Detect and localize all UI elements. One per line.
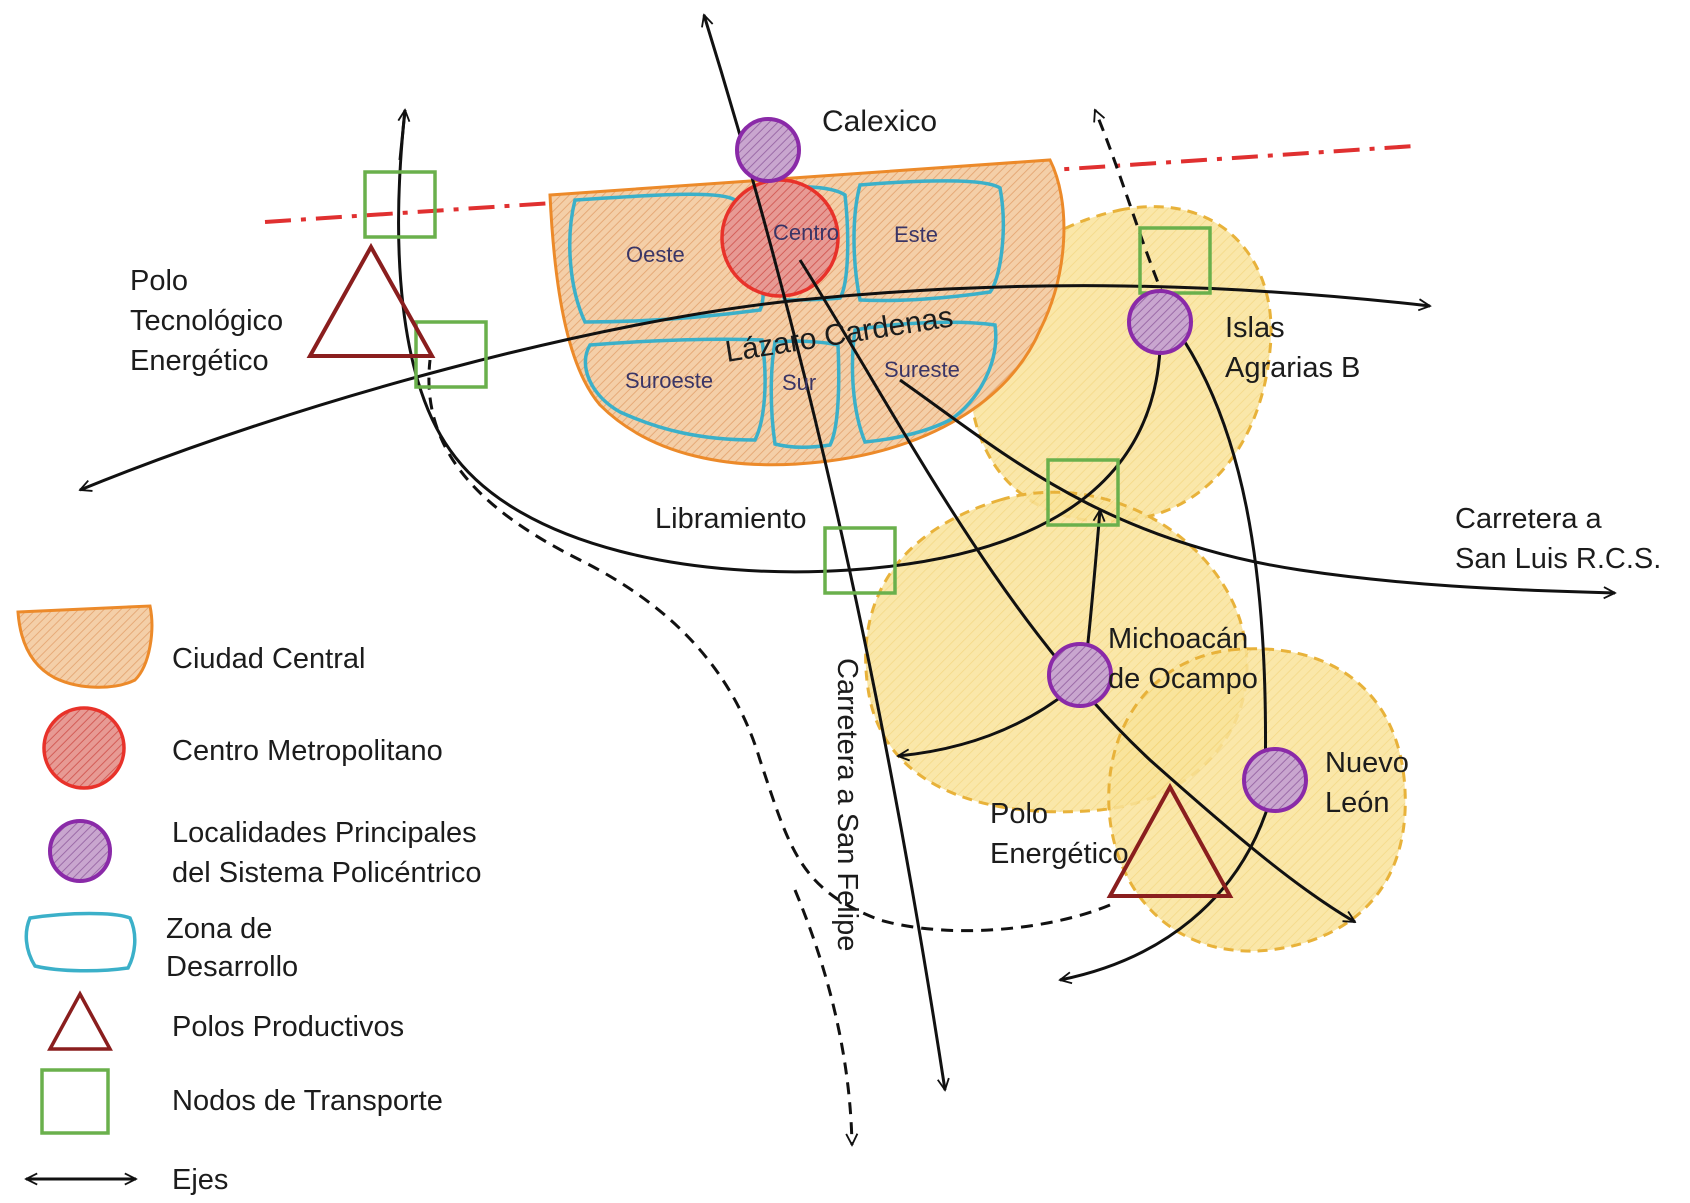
dashed-axis-north-islas [1095,110,1167,301]
legend-label-localidades-1: Localidades Principales [172,817,477,849]
dashed-axes [427,110,1167,1145]
label-polo-energetico-2: Energético [990,838,1129,870]
label-michoacan-2: de Ocampo [1108,663,1258,695]
label-libramiento: Libramiento [655,503,807,535]
legend-localidad-icon [48,819,112,883]
axis-sanfelipe-michoacan [898,690,1070,756]
label-carretera-san-luis-1: Carretera a [1455,503,1603,535]
transport-node [823,526,897,595]
legend-label-zona-desarrollo-1: Zona de [166,913,272,945]
label-carretera-san-felipe: Carretera a San Felipe [831,658,863,951]
legend-nodo-icon [40,1068,110,1135]
axis-nuevoleon-southwest [1060,800,1270,980]
polo-energetico-triangle [1106,782,1234,898]
locality-nuevo-leon [1242,747,1308,813]
label-carretera-san-luis-2: San Luis R.C.S. [1455,543,1661,575]
main-localities [735,117,1308,813]
dashed-axis-polo-southwest [427,359,1111,933]
axis-north-libramiento [397,109,1163,574]
zone-label-centro: Centro [773,220,839,245]
zone-label-este: Este [894,222,938,247]
transport-node [363,170,437,239]
zone-label-sur: Sur [782,370,816,395]
label-nuevo-leon-2: León [1325,787,1390,819]
legend-label-polos-productivos: Polos Productivos [172,1011,404,1043]
transport-node [1046,458,1120,527]
label-polo-energetico-1: Polo [990,798,1048,830]
zone-label-sureste: Sureste [884,357,960,382]
axis-north-arrow [400,110,405,161]
legend-zona-desarrollo-icon [24,911,137,973]
label-islas-1: Islas [1225,312,1285,344]
legend-label-centro-metropolitano: Centro Metropolitano [172,735,443,767]
legend-polo-icon [47,990,113,1051]
locality-calexico [735,117,801,183]
legend-label-localidades-2: del Sistema Policéntrico [172,857,481,889]
legend-label-ejes: Ejes [172,1164,228,1196]
legend-label-zona-desarrollo-2: Desarrollo [166,951,298,983]
zone-label-oeste: Oeste [626,242,685,267]
axis-centro-nuevo-leon [798,259,1355,924]
locality-islas-agrarias [1127,289,1193,355]
legend-ciudad-central-icon [16,604,154,689]
locality-michoacan [1047,642,1113,708]
label-polo-tecnologico-2: Tecnológico [130,305,283,337]
productive-poles [306,242,1234,898]
legend-label-nodos-transporte: Nodos de Transporte [172,1085,443,1117]
polo-tecnologico-triangle [306,242,436,358]
zone-label-suroeste: Suroeste [625,368,713,393]
legend-label-ciudad-central: Ciudad Central [172,643,365,675]
label-polo-tecnologico-1: Polo [130,265,188,297]
transport-nodes [363,170,1212,595]
label-polo-tecnologico-3: Energético [130,345,269,377]
label-michoacan-1: Michoacán [1108,623,1248,655]
legend-centro-metropolitano-icon [42,706,126,790]
axis-islas-nuevo-leon [1173,327,1266,785]
label-islas-2: Agrarias B [1225,352,1360,384]
label-calexico: Calexico [822,105,937,138]
legend: Ciudad Central Centro Metropolitano Loca… [16,604,481,1196]
label-nuevo-leon-1: Nuevo [1325,747,1409,779]
axis-carretera-san-luis [899,378,1615,593]
dashed-axis-south [793,889,852,1145]
